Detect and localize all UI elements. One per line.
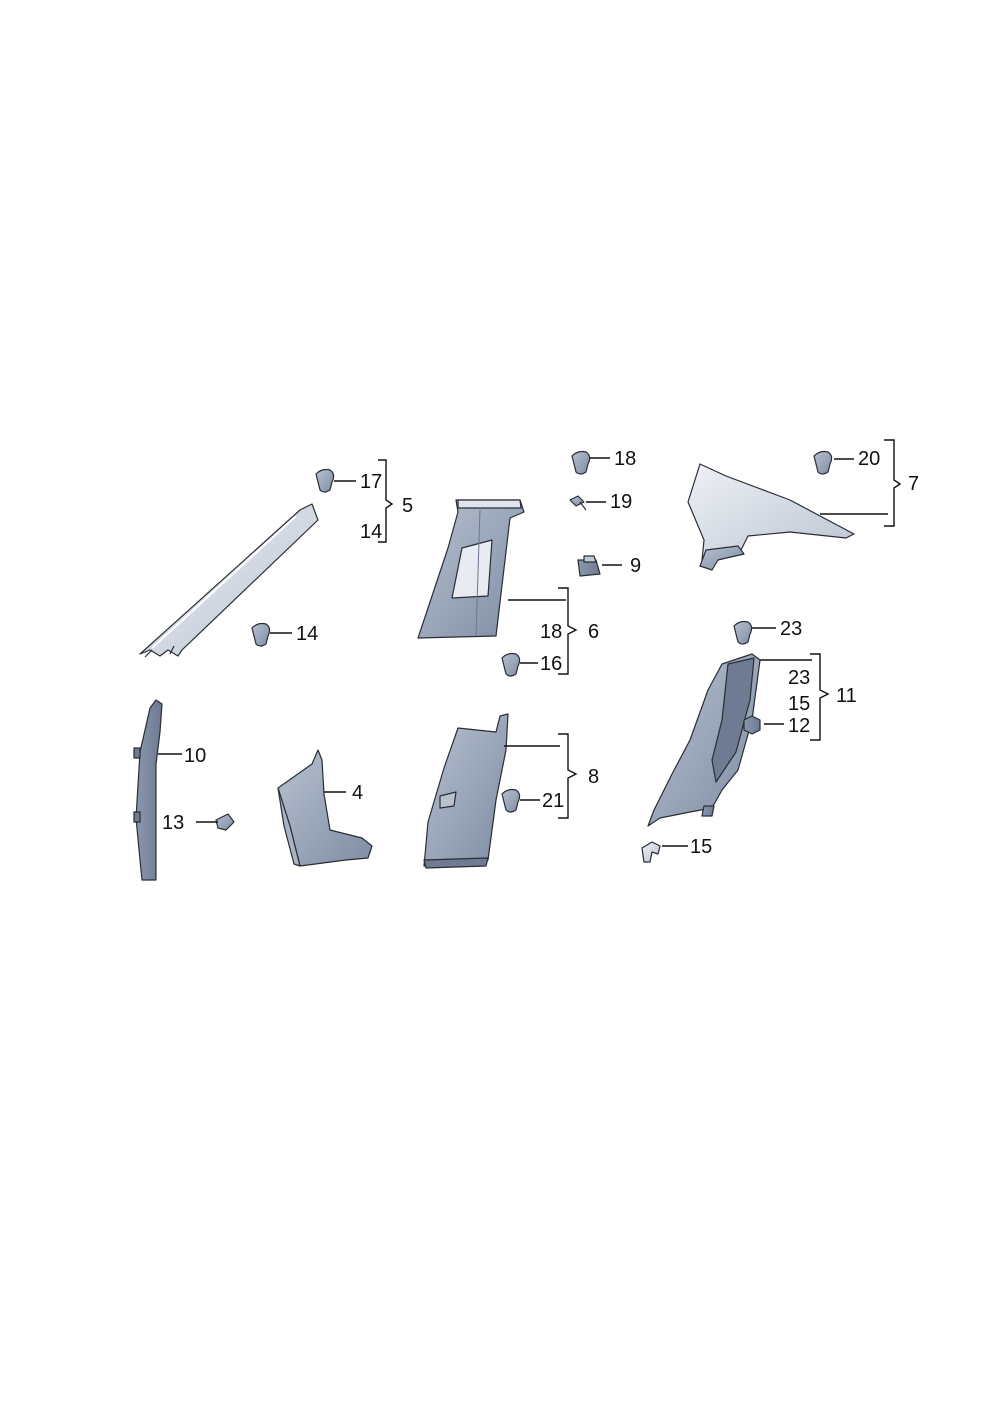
clip-16-part — [501, 652, 521, 677]
clip-17-part — [315, 468, 335, 493]
callout-10: 10 — [184, 745, 206, 767]
callout-9: 9 — [630, 555, 641, 577]
clip-18-part — [571, 450, 591, 475]
callout-7: 7 — [908, 473, 919, 495]
callout-23-group: 23 — [788, 667, 810, 689]
callout-15-group: 15 — [788, 693, 810, 715]
callout-5: 5 — [402, 495, 413, 517]
callout-18-top: 18 — [614, 448, 636, 470]
callout-12: 12 — [788, 715, 810, 737]
b-pillar-lower-trim-part — [423, 713, 509, 869]
bracket-9-part — [577, 555, 601, 577]
callout-6: 6 — [588, 621, 599, 643]
callout-21: 21 — [542, 790, 564, 812]
callout-11: 11 — [836, 685, 857, 707]
c-pillar-lower-trim-part — [647, 653, 761, 827]
grouping-braces — [378, 439, 902, 819]
callout-8: 8 — [588, 766, 599, 788]
clip-14-part — [251, 622, 271, 647]
seal-strip-10-part — [133, 699, 163, 881]
clip-21-part — [501, 788, 521, 813]
callout-15: 15 — [690, 836, 712, 858]
callout-18-group: 18 — [540, 621, 562, 643]
clip-23-part — [733, 620, 753, 645]
clip-13-part — [215, 813, 235, 831]
callout-20: 20 — [858, 448, 880, 470]
leader-lines — [158, 457, 888, 847]
callout-14: 14 — [296, 623, 318, 645]
callout-13: 13 — [162, 812, 184, 834]
nut-12-part — [743, 715, 761, 735]
clip-20-part — [813, 450, 833, 475]
c-pillar-upper-trim-part — [687, 463, 855, 571]
b-pillar-upper-trim-part — [417, 499, 525, 639]
screw-19-part — [569, 495, 587, 511]
callout-23: 23 — [780, 618, 802, 640]
a-pillar-trim-part — [139, 503, 319, 658]
callout-labels: 17 14 5 14 18 19 9 18 6 16 20 7 23 23 15… — [162, 448, 919, 858]
callout-14-group: 14 — [360, 521, 382, 543]
callout-16: 16 — [540, 653, 562, 675]
callout-19: 19 — [610, 491, 632, 513]
clip-15-part — [641, 841, 661, 863]
callout-4: 4 — [352, 782, 363, 804]
callout-17: 17 — [360, 471, 382, 493]
kick-panel-4-part — [277, 749, 373, 867]
